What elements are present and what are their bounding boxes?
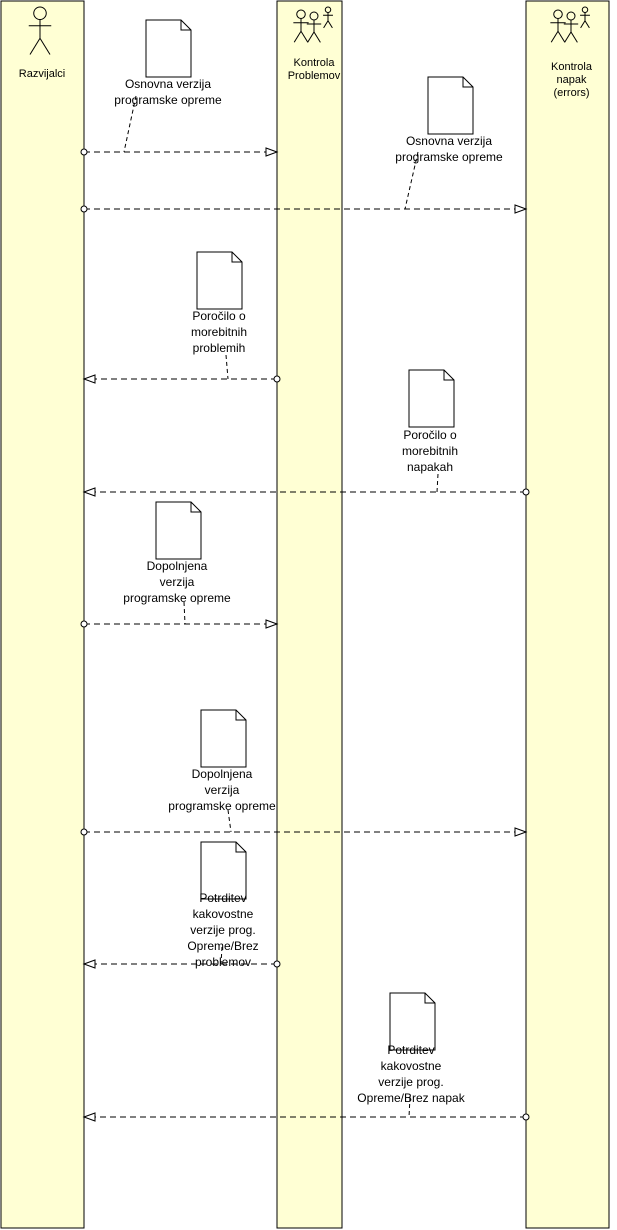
single-actor-icon xyxy=(28,6,52,55)
actor-group-icon xyxy=(580,6,590,29)
message-arrowhead-8 xyxy=(82,1112,96,1122)
note-connector-4 xyxy=(436,473,439,493)
document-icon-5-fold xyxy=(190,502,201,513)
note-connector-7 xyxy=(220,946,223,965)
message-arrowhead-5 xyxy=(265,619,279,629)
document-icon-6 xyxy=(200,709,247,768)
message-origin-1 xyxy=(80,148,88,156)
document-icon-6-fold xyxy=(235,710,246,721)
message-arrowhead-3 xyxy=(82,374,96,384)
message-arrowhead-4 xyxy=(82,487,96,497)
document-icon-5 xyxy=(155,501,202,560)
document-icon-2-fold xyxy=(462,77,473,88)
document-icon-1 xyxy=(145,19,192,78)
message-origin-8 xyxy=(522,1113,530,1121)
message-origin-5 xyxy=(80,620,88,628)
note-connector-6 xyxy=(227,809,232,833)
document-icon-4 xyxy=(408,369,455,428)
document-icon-1-fold xyxy=(180,20,191,31)
document-icon-2 xyxy=(427,76,474,135)
note-connector-2 xyxy=(404,151,419,210)
document-icon-7-fold xyxy=(235,842,246,853)
message-arrowhead-6 xyxy=(514,827,528,837)
actor-group-icon xyxy=(550,9,566,43)
note-connector-3 xyxy=(225,354,229,380)
actor-group-icon xyxy=(323,6,333,29)
lane-kontrola-problemov xyxy=(276,0,343,1229)
actor-group-icon xyxy=(293,9,309,43)
note-connector-1 xyxy=(123,95,137,153)
message-arrowhead-1 xyxy=(265,147,279,157)
actor-group-icon xyxy=(306,11,322,43)
message-arrowhead-7 xyxy=(82,959,96,969)
message-origin-7 xyxy=(273,960,281,968)
message-origin-3 xyxy=(273,375,281,383)
lane-kontrola-napak xyxy=(525,0,610,1229)
actor-group-icon xyxy=(563,11,579,43)
document-icon-8-fold xyxy=(424,993,435,1004)
document-icon-3 xyxy=(196,251,243,310)
message-origin-2 xyxy=(80,205,88,213)
document-icon-4-fold xyxy=(443,370,454,381)
lane-razvijalci xyxy=(0,0,85,1229)
document-icon-8 xyxy=(389,992,436,1051)
message-arrowhead-2 xyxy=(514,204,528,214)
lane-label-razvijalci: Razvijalci xyxy=(18,68,66,80)
message-origin-4 xyxy=(522,488,530,496)
document-icon-7 xyxy=(200,841,247,900)
note-connector-5 xyxy=(183,601,186,625)
document-icon-3-fold xyxy=(231,252,242,263)
note-connector-8 xyxy=(408,1096,411,1118)
message-origin-6 xyxy=(80,828,88,836)
